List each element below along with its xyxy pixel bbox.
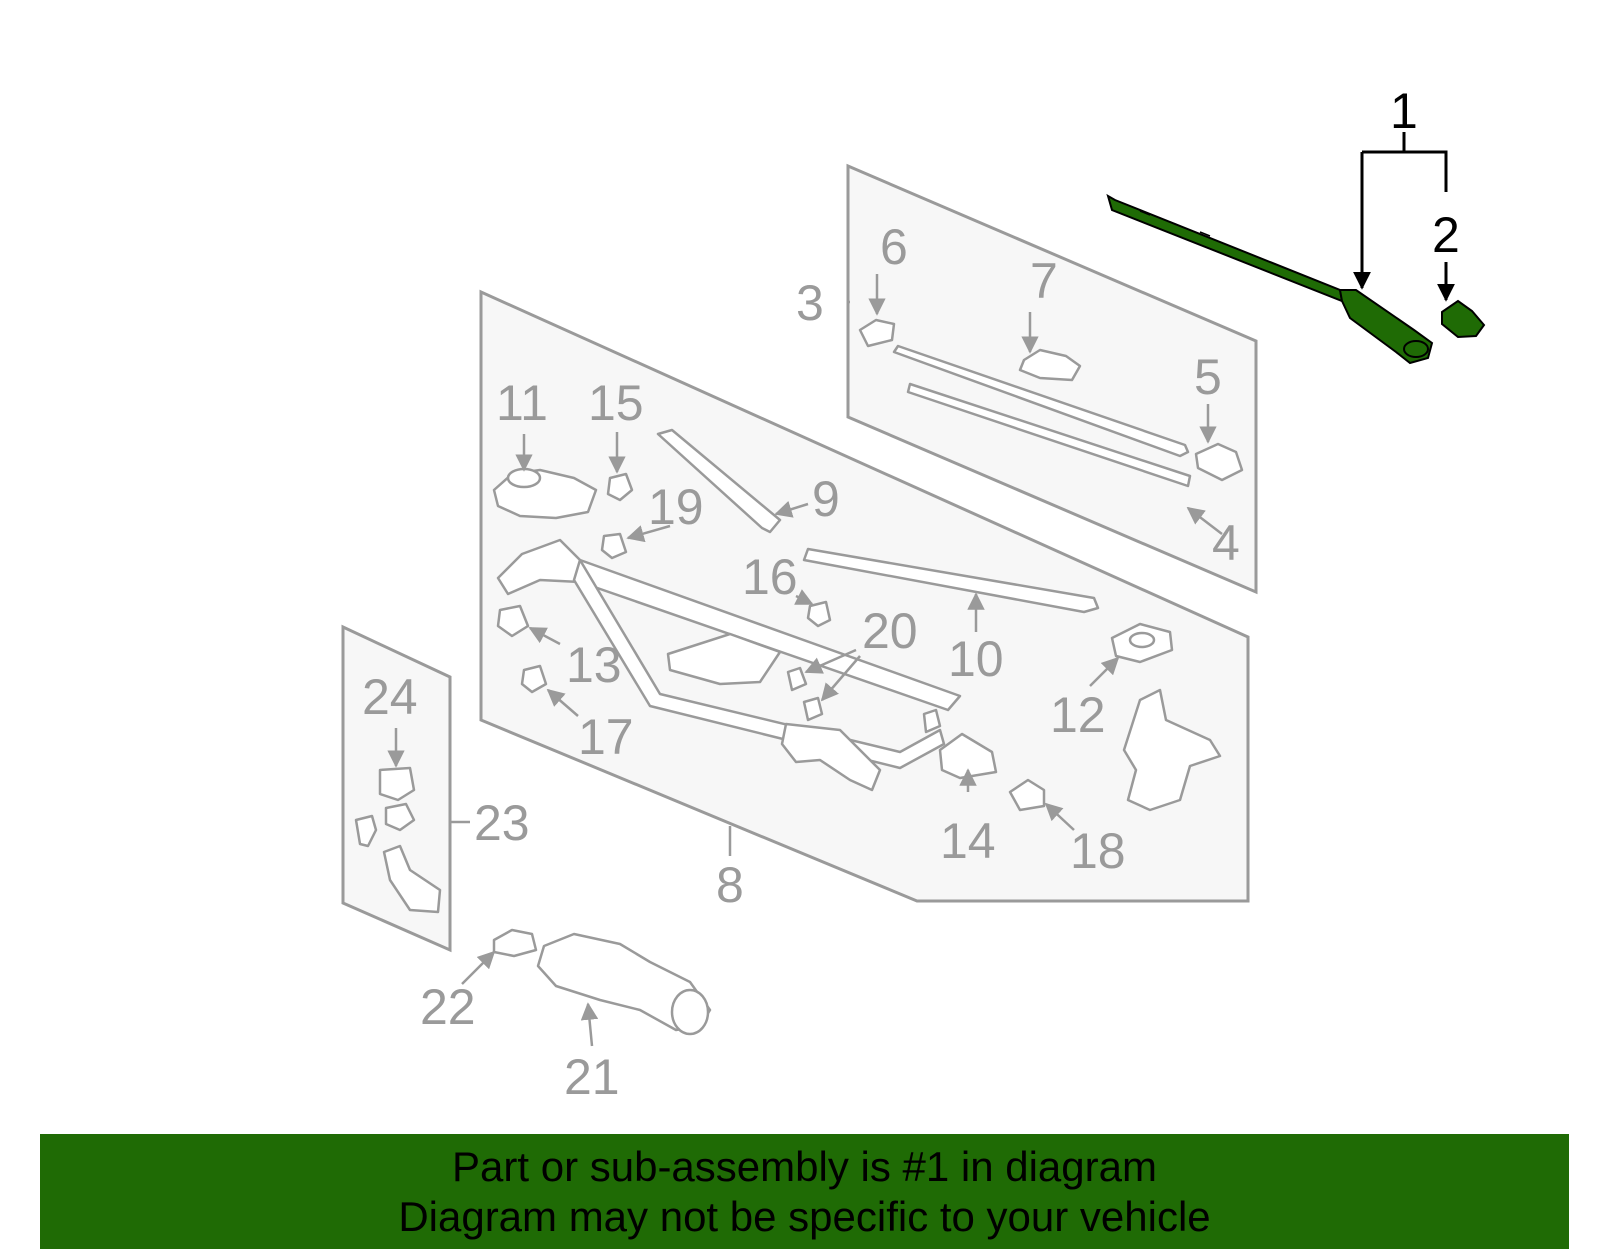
callout-3[interactable]: 3 [796, 275, 824, 331]
callout-9[interactable]: 9 [812, 471, 840, 527]
bracket-parts [354, 766, 442, 914]
footer-banner: Part or sub-assembly is #1 in diagram Di… [40, 1134, 1569, 1249]
callout-5[interactable]: 5 [1194, 349, 1222, 405]
callout-19[interactable]: 19 [648, 479, 704, 535]
footer-line-1: Part or sub-assembly is #1 in diagram [452, 1143, 1157, 1190]
blade-parts [858, 318, 1244, 488]
wiper-arm-cap-highlighted[interactable] [1441, 299, 1486, 339]
callout-labels: 1 2 3 4 5 6 7 8 9 10 11 12 13 14 15 16 1… [362, 83, 1460, 1105]
leader-lines [387, 132, 1455, 1047]
callout-11[interactable]: 11 [496, 375, 548, 431]
callout-17[interactable]: 17 [578, 709, 634, 765]
callout-1[interactable]: 1 [1390, 83, 1418, 139]
callout-6[interactable]: 6 [880, 219, 908, 275]
callout-2[interactable]: 2 [1432, 207, 1460, 263]
callout-20[interactable]: 20 [862, 603, 918, 659]
wiper-motor [492, 928, 712, 1036]
callout-24[interactable]: 24 [362, 669, 418, 725]
footer-line-2: Diagram may not be specific to your vehi… [398, 1193, 1211, 1240]
callout-15[interactable]: 15 [588, 375, 644, 431]
callout-7[interactable]: 7 [1030, 253, 1058, 309]
linkage-parts [492, 428, 1222, 812]
wiper-arm-highlighted[interactable] [1106, 193, 1434, 365]
callout-14[interactable]: 14 [940, 813, 996, 869]
callout-13[interactable]: 13 [566, 637, 622, 693]
callout-22[interactable]: 22 [420, 979, 476, 1035]
callout-10[interactable]: 10 [948, 631, 1004, 687]
callout-8[interactable]: 8 [716, 857, 744, 913]
callout-12[interactable]: 12 [1050, 687, 1106, 743]
callout-23[interactable]: 23 [474, 795, 530, 851]
callout-4[interactable]: 4 [1212, 515, 1240, 571]
callout-18[interactable]: 18 [1070, 823, 1126, 879]
callout-21[interactable]: 21 [564, 1049, 620, 1105]
callout-16[interactable]: 16 [742, 549, 798, 605]
